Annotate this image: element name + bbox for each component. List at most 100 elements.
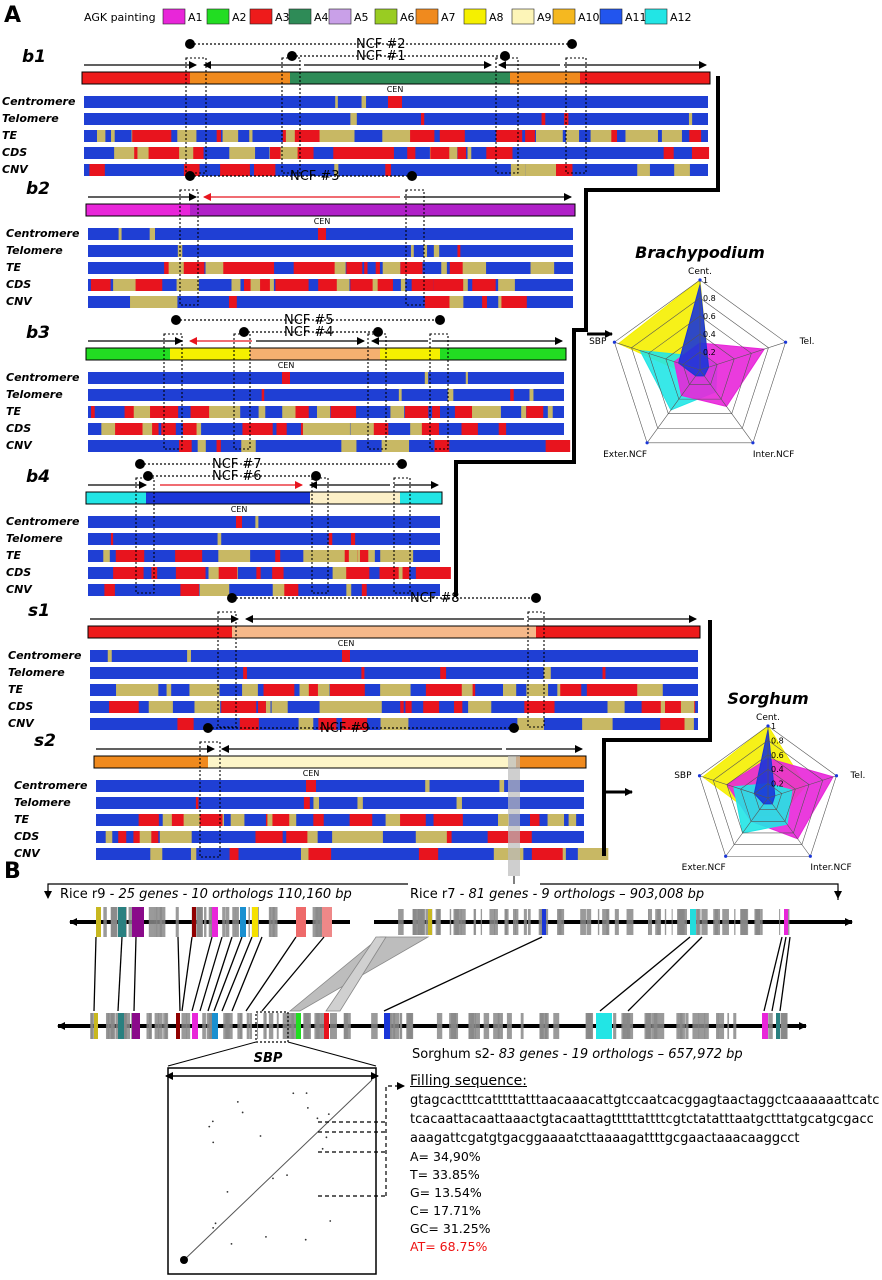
gene-mark — [483, 1013, 490, 1039]
sorghum-desc: - 83 genes - 19 orthologs – 657,972 bp — [490, 1047, 743, 1062]
track-feature — [382, 130, 411, 142]
track-feature — [243, 667, 247, 679]
track-feature — [135, 279, 163, 291]
gene-mark — [658, 1013, 665, 1039]
gene-mark — [506, 1013, 512, 1039]
gene-mark — [647, 909, 650, 935]
track-feature — [317, 423, 331, 435]
track-feature — [517, 718, 544, 730]
dotplot-dot — [321, 1147, 324, 1150]
track-feature — [139, 831, 152, 843]
track-feature — [521, 406, 527, 418]
gene-mark — [489, 909, 495, 935]
track-feature — [229, 848, 239, 860]
track-feature — [223, 262, 253, 274]
chromosome-block-s2 — [93, 723, 609, 860]
gene-mark — [272, 907, 278, 937]
track-label-cds: CDS — [6, 422, 31, 435]
gene-mark — [316, 1013, 320, 1039]
track-feature — [361, 667, 365, 679]
track-feature — [190, 848, 197, 860]
track-feature — [651, 684, 663, 696]
sbp-region-box — [255, 1011, 289, 1043]
zoom-line — [287, 1041, 377, 1067]
ncf-endpoint-dot — [500, 51, 510, 61]
chromosome-id-s1: s1 — [28, 601, 50, 621]
cen-label: CEN — [314, 217, 331, 226]
ortholog-gene-mark — [94, 1013, 98, 1039]
radar-tick-label: 0.4 — [771, 765, 784, 774]
gene-mark — [704, 1013, 709, 1039]
track-feature — [400, 701, 404, 713]
gene-mark — [580, 909, 586, 935]
track-feature — [190, 406, 210, 418]
gene-mark — [733, 1013, 737, 1039]
gene-mark — [523, 909, 527, 935]
radar-chart-sorghum — [697, 724, 839, 858]
agk-bar-outline — [93, 755, 587, 769]
track-feature — [498, 423, 507, 435]
track-feature — [118, 228, 122, 240]
track-feature — [341, 440, 357, 452]
track-feature — [155, 130, 160, 142]
ncf-endpoint-dot — [143, 471, 153, 481]
track-feature — [590, 130, 617, 142]
track-feature — [434, 440, 450, 452]
track-feature — [457, 147, 467, 159]
track-feature — [236, 147, 248, 159]
track-label-te: TE — [2, 129, 18, 142]
agk-segment — [185, 348, 250, 360]
track-label-te: TE — [6, 549, 22, 562]
track-feature — [335, 96, 338, 108]
track-bar — [90, 650, 698, 662]
track-feature — [472, 279, 496, 291]
track-label-telomere: Telomere — [2, 112, 59, 125]
gene-mark — [701, 909, 708, 935]
gene-mark — [110, 907, 118, 937]
track-feature — [149, 228, 156, 240]
track-feature — [545, 440, 571, 452]
track-label-cds: CDS — [2, 146, 27, 159]
track-feature — [357, 797, 363, 809]
ncf-endpoint-dot — [397, 459, 407, 469]
track-feature — [276, 423, 287, 435]
gene-mark — [679, 909, 685, 935]
agk-segment — [310, 492, 400, 504]
track-feature — [303, 718, 314, 730]
track-feature — [258, 406, 266, 418]
track-feature — [260, 279, 270, 291]
track-feature — [150, 406, 156, 418]
agk-segment — [94, 756, 208, 768]
legend-swatch — [249, 8, 273, 25]
ncf-endpoint-dot — [435, 315, 445, 325]
track-feature — [105, 831, 113, 843]
composition-gc: GC= 31.25% — [410, 1221, 491, 1236]
gene-mark — [159, 907, 166, 937]
dotplot-dot — [212, 1226, 215, 1229]
radar-axis-end — [645, 441, 649, 445]
agk-segment — [208, 756, 516, 768]
dotplot-dot — [208, 1125, 211, 1128]
track-feature — [241, 440, 256, 452]
cen-label: CEN — [278, 361, 295, 370]
track-feature — [430, 147, 450, 159]
gene-mark — [232, 907, 236, 937]
track-feature — [499, 780, 505, 792]
track-feature — [410, 423, 422, 435]
track-feature — [680, 718, 687, 730]
agk-segment — [380, 348, 440, 360]
gene-mark — [237, 1013, 242, 1039]
track-feature — [242, 423, 273, 435]
centromere-mark — [388, 96, 402, 108]
legend-label-a2: A2 — [232, 11, 247, 24]
gene-mark — [276, 1013, 279, 1039]
track-feature — [380, 718, 409, 730]
radar-axis-label: Exter.NCF — [682, 863, 726, 873]
track-feature — [530, 814, 540, 826]
gene-mark — [480, 909, 483, 935]
track-feature — [333, 567, 345, 579]
gene-mark — [474, 1013, 480, 1039]
track-bar — [88, 584, 440, 596]
track-feature — [383, 550, 399, 562]
cen-label: CEN — [387, 85, 404, 94]
